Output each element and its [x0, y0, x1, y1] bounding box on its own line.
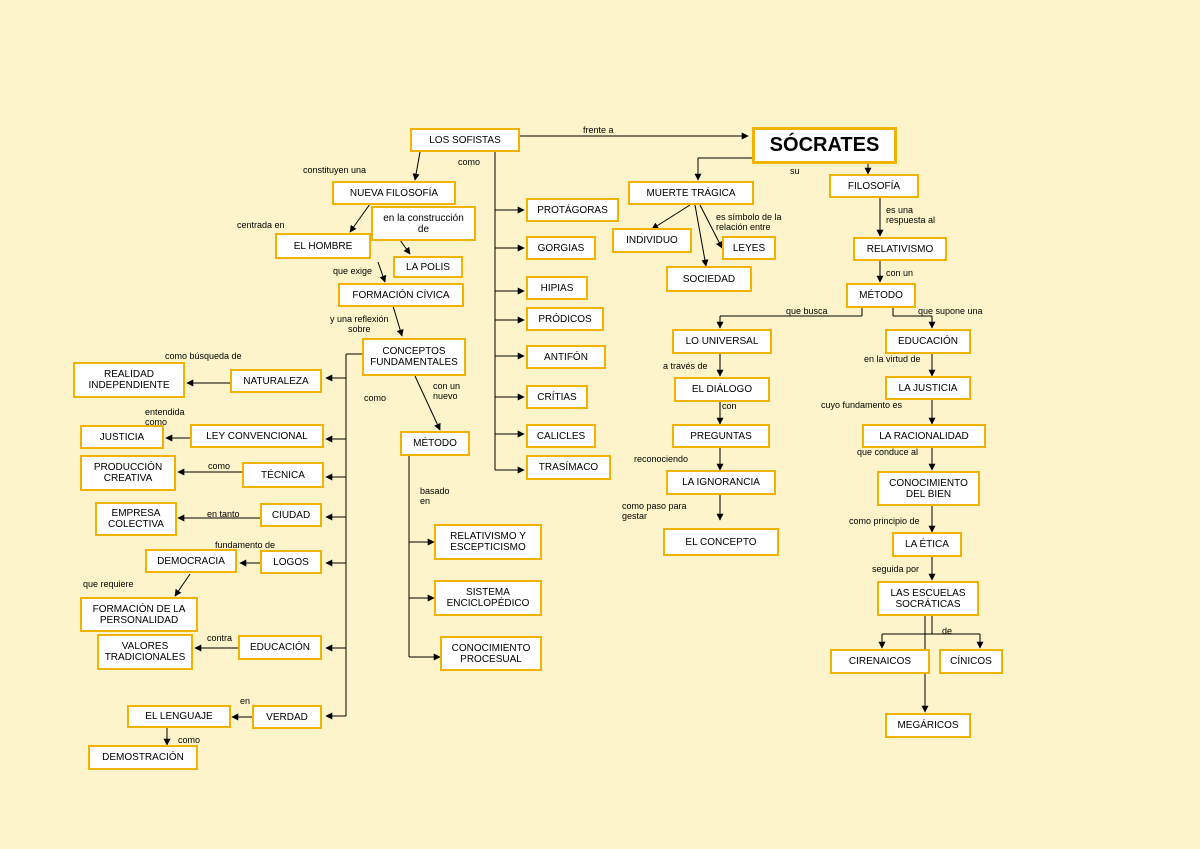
- node-prodicos: PRÓDICOS: [526, 307, 604, 331]
- node-la-etica: LA ÉTICA: [892, 532, 962, 557]
- label-con-dialogo: con: [722, 401, 737, 411]
- label-a-traves: a través de: [663, 361, 708, 371]
- node-ley-convencional: LEY CONVENCIONAL: [190, 424, 324, 448]
- node-realidad-independiente: REALIDAD INDEPENDIENTE: [73, 362, 185, 398]
- label-virtud: en la virtud de: [864, 354, 921, 364]
- label-basado: basado en: [420, 486, 450, 506]
- node-escuelas-socraticas: LAS ESCUELAS SOCRÁTICAS: [877, 581, 979, 616]
- node-ciudad: CIUDAD: [260, 503, 322, 527]
- label-cuyo: cuyo fundamento es: [821, 400, 903, 410]
- label-fundamento: fundamento de: [215, 540, 276, 550]
- node-muerte-tragica: MUERTE TRÁGICA: [628, 181, 754, 205]
- node-sistema-enciclopedico: SISTEMA ENCICLOPÉDICO: [434, 580, 542, 616]
- node-los-sofistas: LOS SOFISTAS: [410, 128, 520, 152]
- label-en-tanto: en tanto: [207, 509, 240, 519]
- node-metodo-socrates: MÉTODO: [846, 283, 916, 308]
- label-de-escuelas: de: [942, 626, 953, 636]
- label-que-requiere: que requiere: [83, 579, 134, 589]
- node-la-justicia: LA JUSTICIA: [885, 376, 971, 400]
- node-formacion-civica: FORMACIÓN CÍVICA: [338, 283, 464, 307]
- label-principio: como principio de: [849, 516, 920, 526]
- node-relativismo: RELATIVISMO: [853, 237, 947, 261]
- node-individuo: INDIVIDUO: [612, 228, 692, 253]
- node-hipias: HIPIAS: [526, 276, 588, 300]
- label-constituyen: constituyen una: [303, 165, 367, 175]
- label-como-demostracion: como: [178, 735, 201, 745]
- label-con-un: con un: [886, 268, 914, 278]
- node-construccion: en la construcción de: [371, 206, 476, 241]
- node-protagoras: PROTÁGORAS: [526, 198, 619, 222]
- label-contra: contra: [207, 633, 233, 643]
- node-el-hombre: EL HOMBRE: [275, 233, 371, 259]
- node-la-polis: LA POLIS: [393, 256, 463, 278]
- node-metodo-sofistas: MÉTODO: [400, 431, 470, 456]
- node-tecnica: TÉCNICA: [242, 462, 324, 488]
- label-busqueda: como búsqueda de: [165, 351, 242, 361]
- node-la-ignorancia: LA IGNORANCIA: [666, 470, 776, 495]
- node-logos: LOGOS: [260, 550, 322, 574]
- label-que-busca: que busca: [786, 306, 828, 316]
- label-en-lenguaje: en: [240, 696, 251, 706]
- label-como-tecnica: como: [208, 461, 231, 471]
- node-el-lenguaje: EL LENGUAJE: [127, 705, 231, 728]
- node-justicia: JUSTICIA: [80, 425, 164, 449]
- node-verdad: VERDAD: [252, 705, 322, 729]
- label-entendida: entendida como: [145, 407, 185, 427]
- label-con-nuevo: con un nuevo: [433, 381, 461, 401]
- node-el-dialogo: EL DIÁLOGO: [674, 377, 770, 402]
- node-demostracion: DEMOSTRACIÓN: [88, 745, 198, 770]
- node-el-concepto: EL CONCEPTO: [663, 528, 779, 556]
- node-democracia: DEMOCRACIA: [145, 549, 237, 573]
- node-la-racionalidad: LA RACIONALIDAD: [862, 424, 986, 448]
- node-educacion-sofistas: EDUCACIÓN: [238, 635, 322, 660]
- node-formacion-personalidad: FORMACIÓN DE LA PERSONALIDAD: [80, 597, 198, 632]
- node-cinicos: CÍNICOS: [939, 649, 1003, 674]
- node-calicles: CALICLES: [526, 424, 596, 448]
- label-paso: como paso para gestar: [622, 501, 687, 521]
- node-nueva-filosofia: NUEVA FILOSOFÍA: [332, 181, 456, 205]
- node-lo-universal: LO UNIVERSAL: [672, 329, 772, 354]
- label-conduce: que conduce al: [857, 447, 919, 457]
- label-reflexion: y una reflexión sobre: [330, 314, 389, 334]
- label-simbolo: es símbolo de la relación entre: [716, 212, 782, 232]
- node-educacion-socrates: EDUCACIÓN: [885, 329, 971, 354]
- node-gorgias: GORGIAS: [526, 236, 596, 260]
- label-reconociendo: reconociendo: [634, 454, 689, 464]
- label-seguida: seguida por: [872, 564, 920, 574]
- node-conocimiento-procesual: CONOCIMIENTO PROCESUAL: [440, 636, 542, 671]
- label-su: su: [790, 166, 800, 176]
- node-filosofia: FILOSOFÍA: [829, 174, 919, 198]
- node-cirenaicos: CIRENAICOS: [830, 649, 930, 674]
- label-respuesta: es una respuesta al: [886, 205, 936, 225]
- node-trasimaco: TRASÍMACO: [526, 455, 611, 480]
- label-centrada: centrada en: [237, 220, 285, 230]
- node-relativismo-escepticismo: RELATIVISMO Y ESCEPTICISMO: [434, 524, 542, 560]
- node-socrates: SÓCRATES: [752, 127, 897, 164]
- node-leyes: LEYES: [722, 236, 776, 260]
- label-frente-a: frente a: [583, 125, 614, 135]
- node-naturaleza: NATURALEZA: [230, 369, 322, 393]
- node-valores-tradicionales: VALORES TRADICIONALES: [97, 634, 193, 670]
- node-sociedad: SOCIEDAD: [666, 266, 752, 292]
- label-supone: que supone una: [918, 306, 983, 316]
- node-produccion-creativa: PRODUCCIÓN CREATIVA: [80, 455, 176, 491]
- node-conceptos-fundamentales: CONCEPTOS FUNDAMENTALES: [362, 338, 466, 376]
- node-conocimiento-del-bien: CONOCIMIENTO DEL BIEN: [877, 471, 980, 506]
- node-antifon: ANTIFÓN: [526, 345, 606, 369]
- label-como-top: como: [458, 157, 481, 167]
- label-que-exige: que exige: [333, 266, 373, 276]
- label-como-mid: como: [364, 393, 387, 403]
- node-critias: CRÍTIAS: [526, 385, 588, 409]
- node-empresa-colectiva: EMPRESA COLECTIVA: [95, 502, 177, 536]
- node-preguntas: PREGUNTAS: [672, 424, 770, 448]
- node-megaricos: MEGÁRICOS: [885, 713, 971, 738]
